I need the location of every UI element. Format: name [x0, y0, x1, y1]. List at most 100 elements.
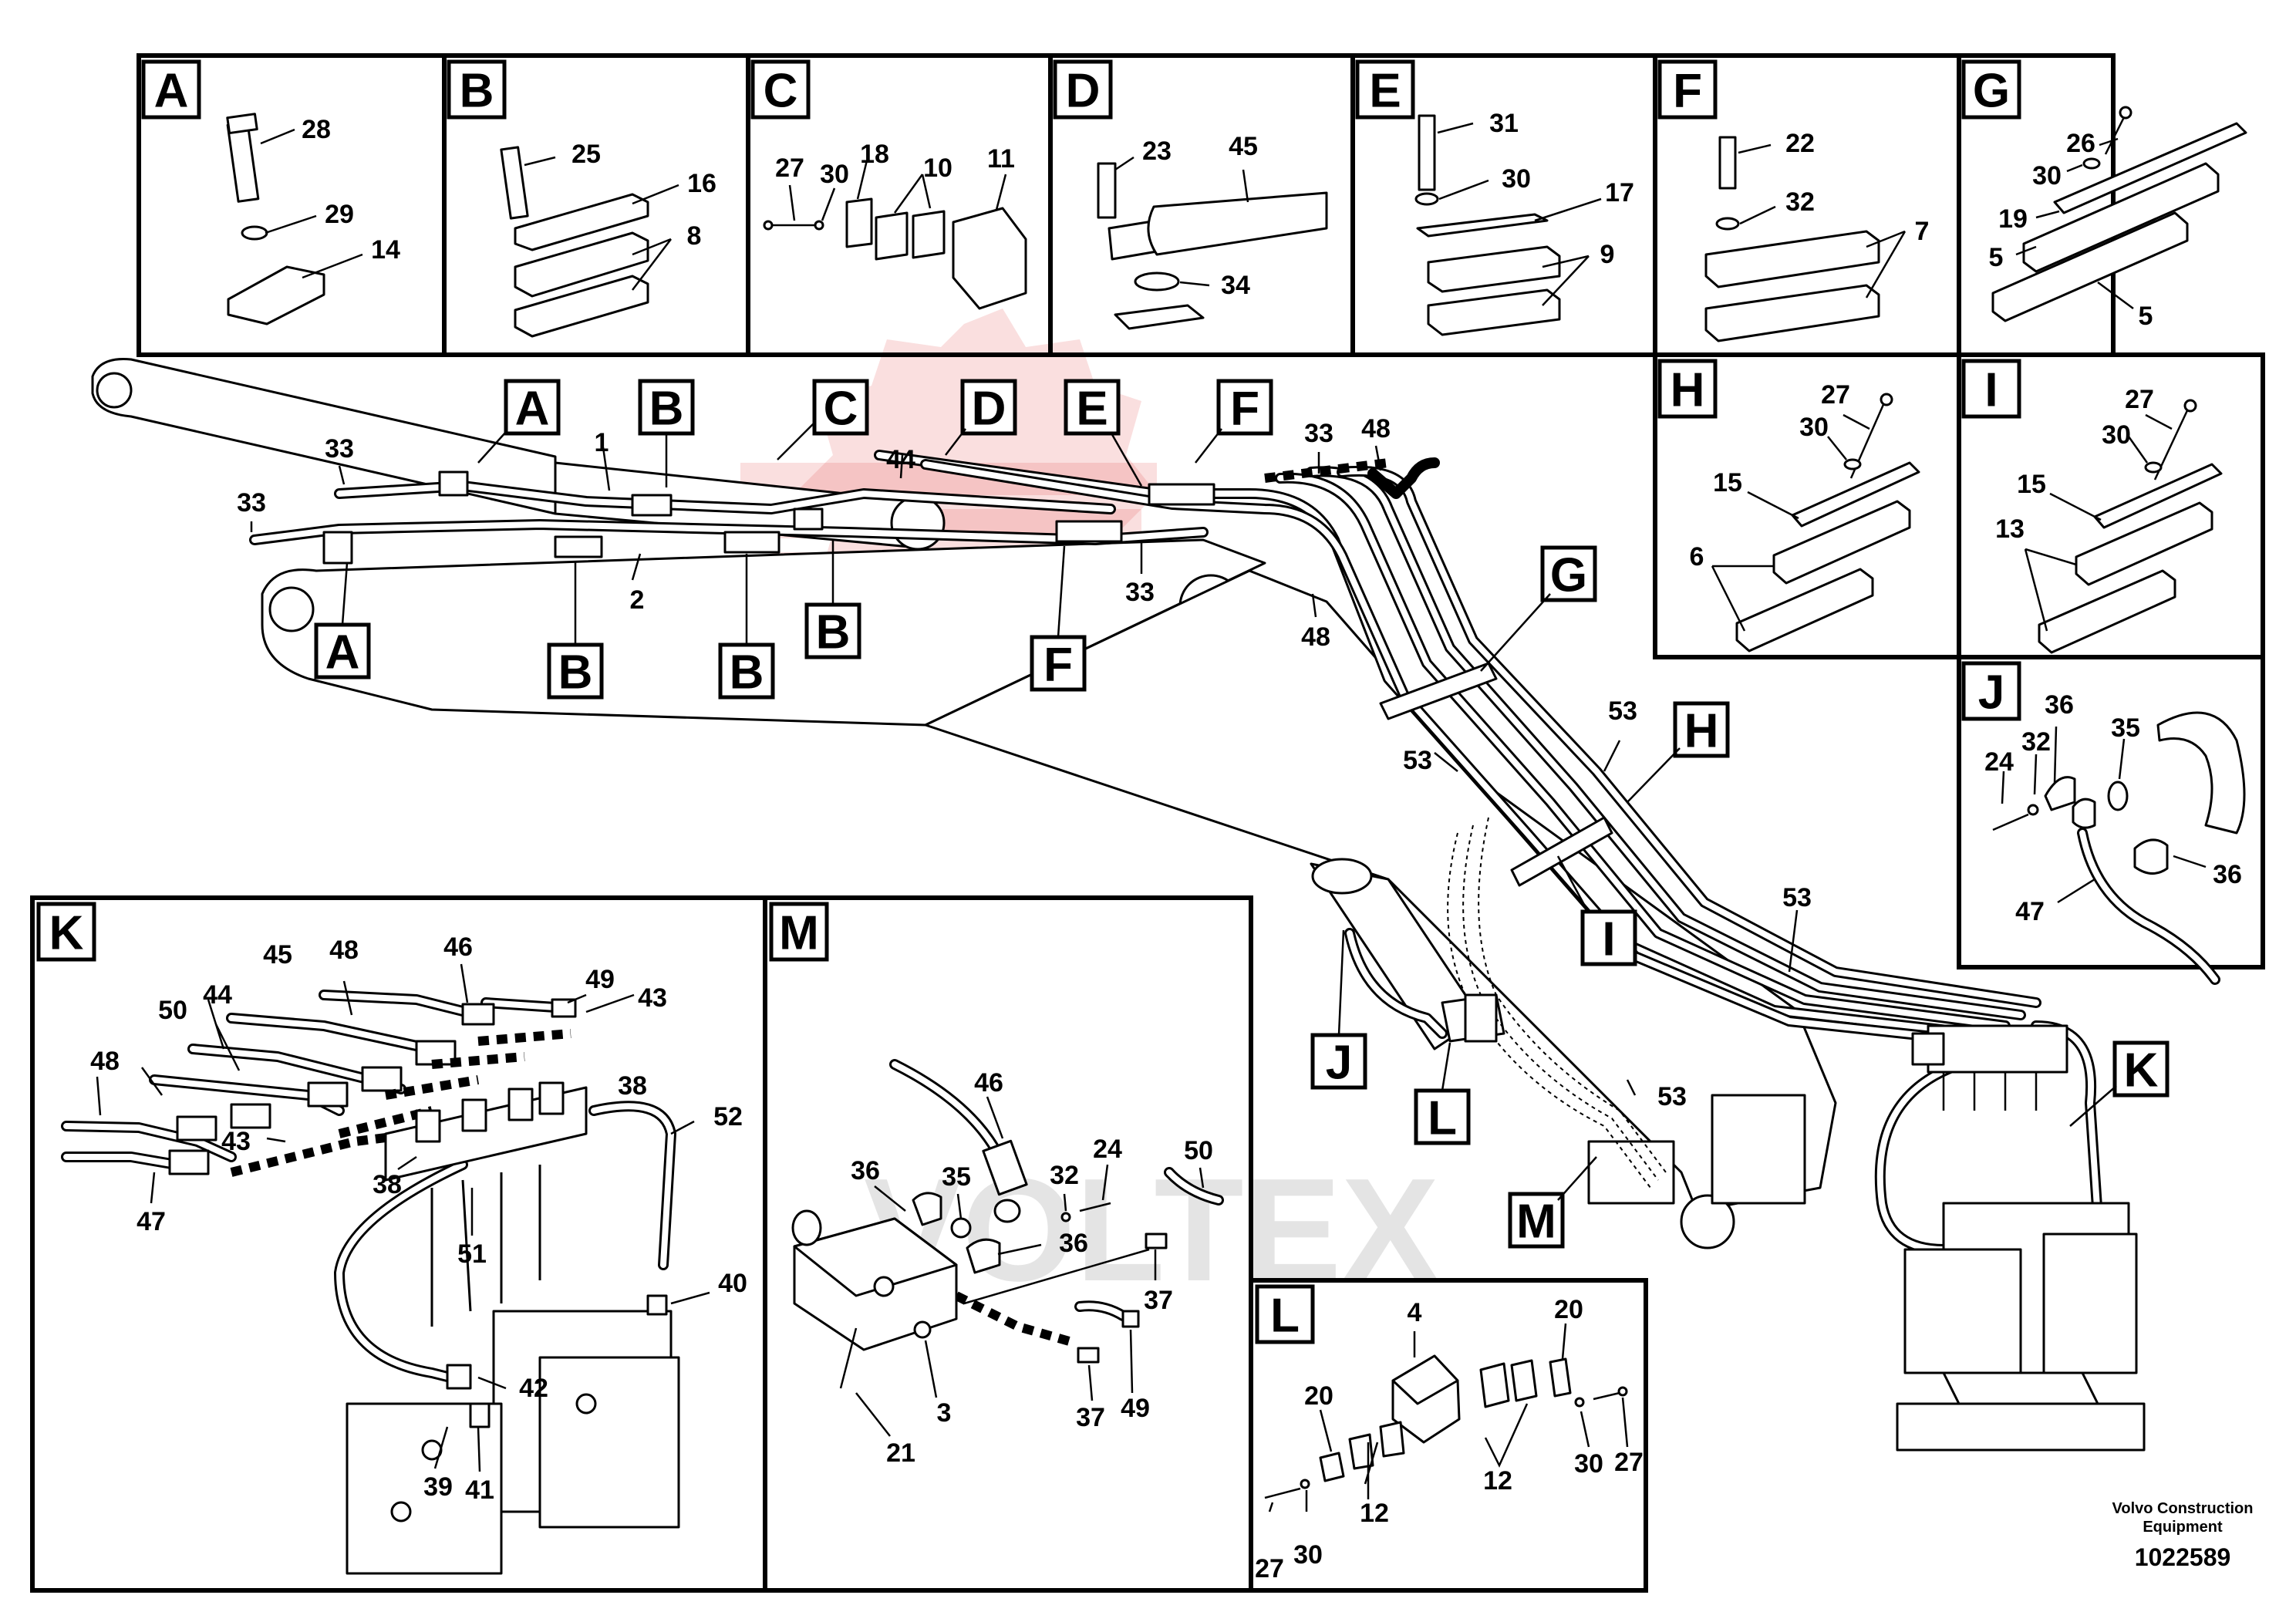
callout-44: 44: [203, 980, 232, 1010]
callout-16: 16: [687, 169, 716, 198]
callout-20: 20: [1554, 1295, 1583, 1324]
location-tag: F: [1230, 383, 1259, 436]
callout-38: 38: [373, 1170, 402, 1199]
location-tag: C: [824, 383, 858, 436]
main-location-tags: A B C D E F A B B B F G H: [314, 379, 2170, 1249]
callout-11: 11: [987, 144, 1015, 174]
callout-30: 30: [2102, 420, 2131, 450]
callout-17: 17: [1605, 178, 1634, 207]
callout-14: 14: [371, 235, 400, 265]
callout-53: 53: [1657, 1082, 1687, 1111]
location-tag: I: [1602, 913, 1615, 966]
panel-letter: H: [1671, 364, 1705, 417]
callout-5: 5: [1989, 243, 2004, 272]
location-tag: E: [1076, 383, 1108, 436]
callout-27: 27: [1821, 380, 1850, 410]
callout-15: 15: [2017, 470, 2046, 499]
callout-53: 53: [1608, 696, 1637, 726]
detail-panel-l: L 4 20 20 12 12 30 27 27 30: [1255, 1284, 1644, 1583]
callout-33: 33: [1125, 578, 1155, 607]
callout-37: 37: [1076, 1403, 1105, 1432]
location-tag: A: [325, 626, 360, 679]
callout-38: 38: [618, 1071, 647, 1101]
callout-27: 27: [2125, 385, 2154, 414]
callout-48: 48: [1301, 622, 1330, 652]
location-tag: L: [1428, 1092, 1457, 1145]
callout-35: 35: [942, 1162, 971, 1192]
callout-30: 30: [820, 160, 849, 189]
location-tag: F: [1043, 639, 1073, 692]
panel-letter: B: [460, 65, 494, 118]
callout-34: 34: [1221, 271, 1250, 300]
callout-32: 32: [1785, 187, 1815, 217]
drawing-number: 1022589: [2135, 1543, 2231, 1571]
detail-panel-g: G 26 30 19 5 5: [1961, 59, 2247, 331]
detail-panel-i: I 27 30 15 13: [1961, 359, 2223, 654]
callout-41: 41: [465, 1475, 494, 1505]
callout-48: 48: [1361, 414, 1391, 443]
callout-44: 44: [886, 445, 915, 474]
callout-15: 15: [1713, 468, 1742, 497]
callout-53: 53: [1782, 883, 1812, 912]
callout-21: 21: [886, 1438, 915, 1468]
location-tag: M: [1516, 1195, 1556, 1249]
callout-18: 18: [860, 140, 889, 169]
callout-45: 45: [1229, 132, 1258, 161]
callout-47: 47: [137, 1207, 166, 1236]
callout-26: 26: [2066, 129, 2095, 158]
panel-letter: M: [779, 907, 819, 960]
callout-50: 50: [158, 996, 187, 1025]
location-tag: G: [1550, 549, 1587, 602]
detail-panel-k: K: [36, 902, 747, 1575]
callout-33: 33: [1304, 419, 1333, 448]
callout-13: 13: [1995, 514, 2025, 544]
callout-22: 22: [1785, 129, 1815, 158]
detail-panel-a: A 28 29 14: [141, 59, 400, 325]
panel-letter: J: [1978, 666, 2004, 720]
panel-letter: G: [1973, 65, 2010, 118]
callout-28: 28: [302, 115, 331, 144]
drawing-footer: Volvo Construction Equipment 1022589: [2112, 1500, 2254, 1571]
callout-27: 27: [775, 153, 804, 183]
clamp-markers: [322, 470, 1945, 1066]
panel-letter: K: [49, 907, 84, 960]
callout-33: 33: [237, 488, 266, 518]
callout-24: 24: [1093, 1135, 1122, 1164]
callout-25: 25: [571, 140, 601, 169]
callout-49: 49: [585, 965, 615, 994]
detail-panel-d: D 23 45 34: [1053, 59, 1328, 330]
callout-49: 49: [1121, 1394, 1150, 1423]
callout-36: 36: [2213, 860, 2242, 889]
callout-3: 3: [937, 1398, 952, 1428]
callout-19: 19: [1998, 204, 2028, 234]
detail-panel-b: B 25 16 8: [447, 59, 716, 338]
callout-39: 39: [423, 1472, 453, 1502]
panel-letter: E: [1369, 65, 1401, 118]
callout-31: 31: [1489, 109, 1519, 138]
callout-9: 9: [1600, 240, 1615, 269]
callout-30: 30: [1574, 1449, 1603, 1479]
publisher-line-2: Equipment: [2143, 1519, 2223, 1536]
location-tag: B: [558, 646, 593, 700]
location-tag: B: [649, 383, 684, 436]
callout-35: 35: [2111, 713, 2140, 743]
location-tag: A: [515, 383, 550, 436]
location-tag: B: [816, 606, 851, 659]
callout-51: 51: [457, 1239, 487, 1269]
detail-panel-e: E 31 30 17 9: [1355, 59, 1634, 336]
detail-panel-h: H 27 30 15 6: [1657, 359, 1920, 653]
callout-42: 42: [519, 1374, 548, 1403]
callout-12: 12: [1360, 1499, 1389, 1528]
callout-48: 48: [90, 1047, 120, 1076]
detail-panel-f: F 22 32 7: [1657, 59, 1929, 342]
callout-53: 53: [1403, 746, 1432, 775]
location-tag: J: [1326, 1037, 1352, 1090]
detail-panel-j: J 24 32 36 35 36 47: [1961, 661, 2246, 985]
panel-letter: C: [764, 65, 798, 118]
callout-37: 37: [1144, 1286, 1173, 1315]
main-callouts: 33 33 1 2 44 33 48 33 48 53 53 53 53: [237, 414, 1812, 1111]
callout-27: 27: [1255, 1554, 1284, 1583]
callout-43: 43: [221, 1127, 251, 1156]
callout-1: 1: [595, 428, 609, 457]
